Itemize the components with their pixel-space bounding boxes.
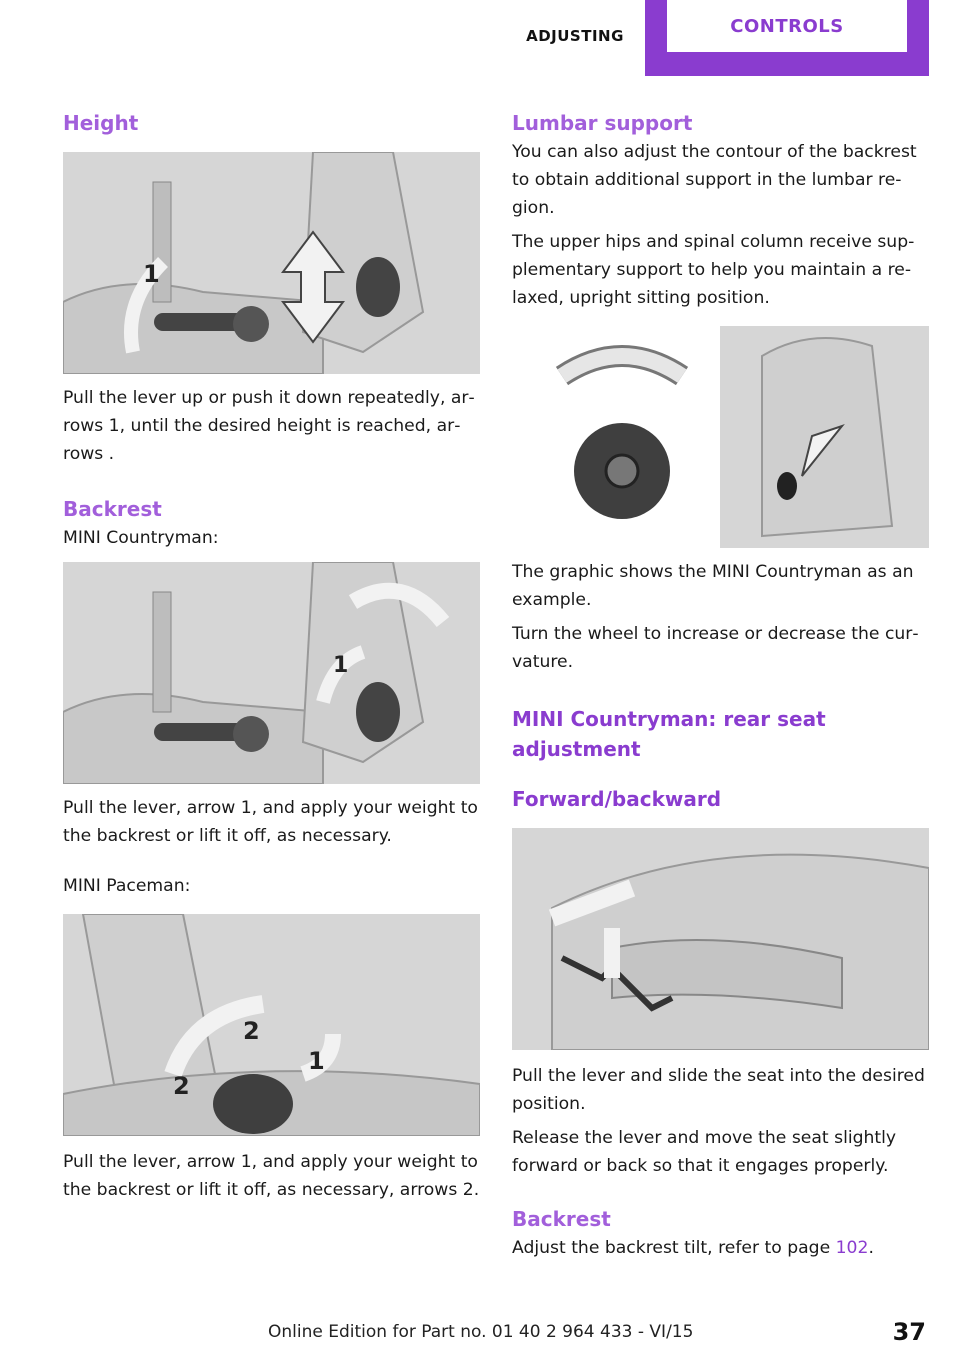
backrest-heading-right: Backrest [512, 1207, 611, 1231]
paceman-backrest-illustration: 2 2 1 [63, 914, 480, 1136]
height-arrow-label: 1 [143, 260, 160, 288]
backrest-period: . [868, 1238, 874, 1258]
backrest-text: Adjust the backrest tilt, refer to page … [512, 1234, 930, 1262]
height-text: Pull the lever up or push it down repeat… [63, 388, 475, 464]
height-figure: 1 [63, 152, 480, 374]
right-column: Lumbar support You can also adjust the c… [512, 108, 930, 1262]
rear-seat-illustration [512, 828, 929, 1050]
height-heading: Height [63, 111, 139, 135]
lumbar-text-2: The upper hips and spinal column receive… [512, 232, 915, 308]
page-number: 37 [892, 1318, 926, 1346]
header-chapter-label: CONTROLS [667, 0, 907, 52]
footer-edition: Online Edition for Part no. 01 40 2 964 … [268, 1322, 694, 1342]
footer: Online Edition for Part no. 01 40 2 964 … [0, 1318, 960, 1358]
paceman-backrest-figure: 2 2 1 [63, 914, 480, 1136]
paceman-text: Pull the lever, arrow 1, and apply your … [63, 1152, 480, 1200]
lumbar-heading: Lumbar support [512, 111, 693, 135]
lumbar-figure [512, 326, 929, 548]
countryman-label: MINI Countryman: [63, 528, 219, 548]
paceman-arrow-2b: 2 [173, 1072, 190, 1100]
paceman-label: MINI Paceman: [63, 876, 191, 896]
forward-backward-heading: Forward/backward [512, 787, 722, 811]
rear-seat-figure [512, 828, 929, 1050]
forward-backward-text-1: Pull the lever and slide the seat into t… [512, 1066, 925, 1114]
backrest-text-body: Adjust the backrest tilt, refer to page [512, 1238, 831, 1258]
lumbar-wheel-illustration [512, 326, 929, 548]
countryman-arrow-label: 1 [333, 653, 348, 678]
countryman-backrest-figure: 1 [63, 562, 480, 784]
paceman-arrow-1: 1 [308, 1047, 325, 1075]
seat-height-illustration: 1 [63, 152, 480, 374]
paceman-arrow-2a: 2 [243, 1017, 260, 1045]
countryman-text: Pull the lever, arrow 1, and apply your … [63, 798, 478, 846]
header-section-tab: ADJUSTING [526, 27, 624, 45]
forward-backward-text-2: Release the lever and move the seat slig… [512, 1128, 897, 1176]
rear-seat-heading: MINI Countryman: rear seat adjustment [512, 707, 826, 761]
lumbar-text-3: Turn the wheel to increase or decrease t… [512, 624, 919, 672]
backrest-heading-left: Backrest [63, 497, 162, 521]
left-column: Height 1 Pull the lever up or push it do… [63, 108, 481, 1204]
lumbar-text-1: You can also adjust the contour of the b… [512, 142, 917, 218]
header-chapter-tab: CONTROLS [645, 0, 929, 76]
countryman-backrest-illustration: 1 [63, 562, 480, 784]
lumbar-caption: The graphic shows the MINI Countryman as… [512, 562, 914, 610]
page-102-link[interactable]: 102 [835, 1238, 869, 1258]
